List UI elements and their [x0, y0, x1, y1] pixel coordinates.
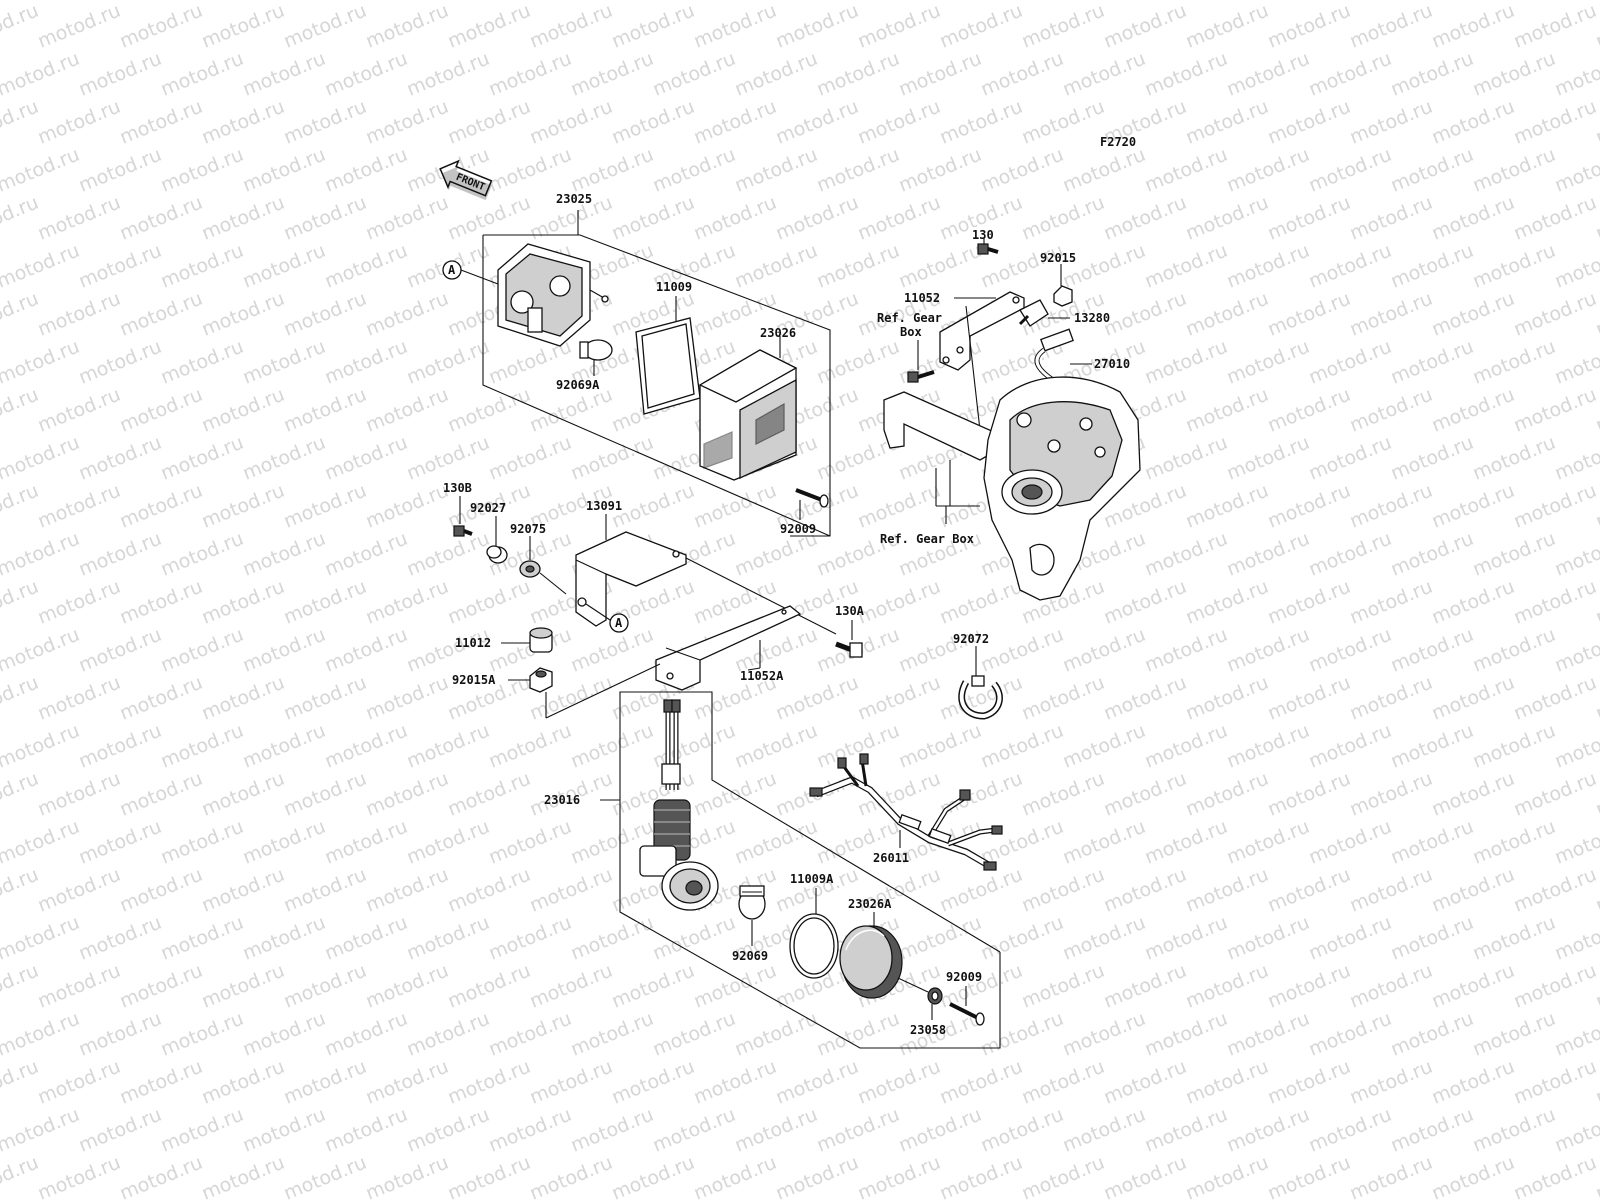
part-92009-bottom: 92009 — [946, 970, 982, 984]
mounting-group: 130B 92027 92075 13091 A — [443, 481, 865, 719]
lens-23026 — [698, 349, 798, 481]
part-23016: 23016 — [544, 793, 580, 807]
lamp-base — [497, 243, 609, 347]
bulb-92069 — [738, 885, 766, 920]
washer-23058 — [927, 987, 943, 1005]
part-11052: 11052 — [904, 291, 940, 305]
ref-marker-a-bottom-label: A — [615, 616, 623, 630]
sensor-13280 — [1018, 299, 1049, 327]
part-27010: 27010 — [1094, 357, 1130, 371]
part-11009a: 11009A — [790, 872, 834, 886]
screw-92009-bottom — [949, 1002, 985, 1026]
bolt-130b — [453, 525, 473, 537]
part-13280: 13280 — [1074, 311, 1110, 325]
assembly-23016: 23016 9206 — [544, 691, 1001, 1049]
part-92069a: 92069A — [556, 378, 600, 392]
bracket-11052a — [655, 605, 802, 691]
part-130a: 130A — [835, 604, 865, 618]
part-92072: 92072 — [953, 632, 989, 646]
spacer-11012 — [529, 627, 553, 653]
part-92069: 92069 — [732, 949, 768, 963]
part-23026: 23026 — [760, 326, 796, 340]
bracket-11052 — [939, 291, 1025, 371]
bracket-13091 — [575, 531, 687, 627]
part-130: 130 — [972, 228, 994, 242]
part-11012: 11012 — [455, 636, 491, 650]
gearbox-group: 130 92015 11052 13280 — [877, 228, 1141, 720]
bolt-ref-gear-box — [907, 370, 935, 383]
nut-92015a — [529, 667, 553, 693]
part-13091: 13091 — [586, 499, 622, 513]
lens-23026a — [839, 925, 903, 999]
figure-code: F2720 — [1100, 135, 1136, 149]
ref-marker-a-bottom — [609, 613, 629, 633]
part-92009-top: 92009 — [780, 522, 816, 536]
screw-92009-top — [795, 488, 829, 508]
ref-marker-a-top-label: A — [448, 263, 456, 277]
bolt-130a — [835, 641, 863, 658]
part-92075: 92075 — [510, 522, 546, 536]
part-130b: 130B — [443, 481, 472, 495]
collar-92027 — [486, 545, 508, 564]
part-92015a: 92015A — [452, 673, 496, 687]
gasket-11009 — [635, 317, 701, 415]
lamp-wires — [661, 699, 681, 790]
part-26011: 26011 — [873, 851, 909, 865]
ref-gear-box-top-line2: Box — [900, 325, 922, 339]
assembly-23025: 23025 A 92069A 11009 — [442, 192, 831, 537]
front-arrow-icon: FRONT — [439, 159, 493, 201]
gear-box-casting — [983, 376, 1141, 601]
ref-gear-box-top-line1: Ref. Gear — [877, 311, 942, 325]
gearbox-bracket-plate — [883, 391, 995, 461]
lamp-housing-23016 — [639, 799, 719, 911]
part-92027: 92027 — [470, 501, 506, 515]
part-11009: 11009 — [656, 280, 692, 294]
bulb-92069a — [579, 339, 613, 361]
part-23026a: 23026A — [848, 897, 892, 911]
part-92015: 92015 — [1040, 251, 1076, 265]
ref-gear-box-bottom: Ref. Gear Box — [880, 532, 974, 546]
grommet-92075 — [519, 560, 541, 578]
part-11052a: 11052A — [740, 669, 784, 683]
part-23058: 23058 — [910, 1023, 946, 1037]
part-23025: 23025 — [556, 192, 592, 206]
nut-92015 — [1053, 285, 1073, 307]
bolt-130 — [977, 243, 999, 255]
ring-11009a — [789, 913, 839, 979]
harness-26011 — [809, 753, 1003, 871]
clamp-92072 — [958, 675, 1003, 720]
